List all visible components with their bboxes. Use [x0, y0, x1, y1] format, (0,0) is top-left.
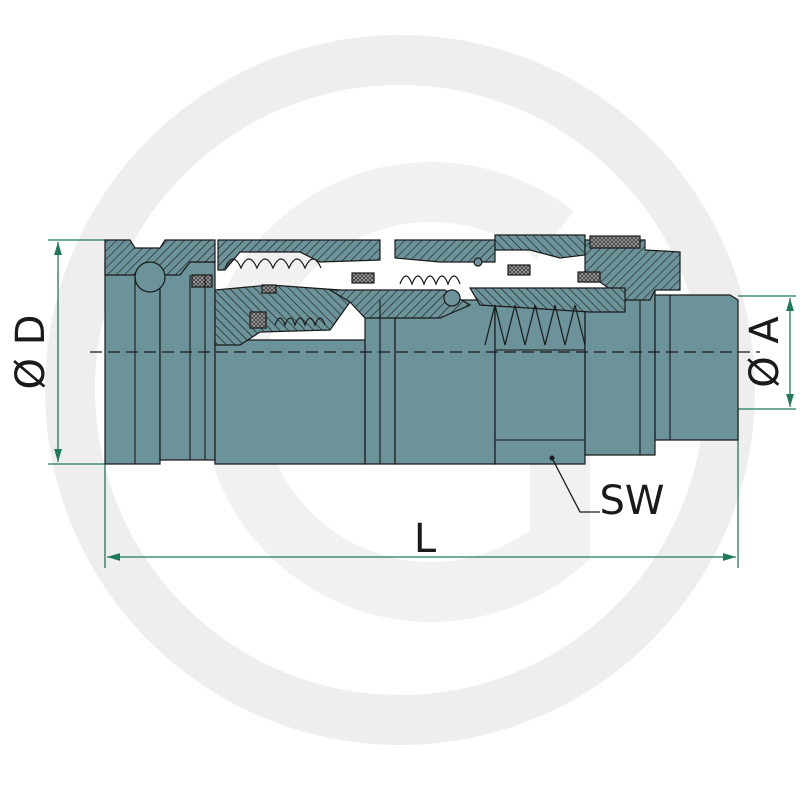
label-diameter-a: Ø A	[742, 316, 788, 388]
seal-2	[351, 272, 375, 284]
spring-main	[484, 304, 586, 346]
rear-body	[584, 289, 656, 456]
label-diameter-d: Ø D	[8, 315, 54, 390]
locking-ball	[134, 261, 166, 293]
inner-section	[214, 284, 351, 346]
spring-mid	[399, 275, 461, 286]
spring-inner	[274, 317, 326, 327]
label-wrench-size: SW	[600, 478, 665, 524]
body-mid	[214, 339, 366, 465]
label-length: L	[414, 516, 437, 562]
spring-outer	[224, 258, 322, 270]
body-hex	[394, 299, 496, 465]
seal-7	[249, 311, 267, 329]
nut-section	[494, 234, 586, 259]
seal-5	[589, 235, 641, 249]
sw-leader-dot	[549, 455, 555, 461]
seal-6	[261, 284, 277, 294]
thread-end	[654, 294, 739, 441]
housing-section	[217, 239, 381, 271]
seal-1	[191, 274, 213, 288]
seal-3	[507, 264, 531, 276]
coupling-body	[104, 234, 739, 465]
seat-section	[468, 287, 626, 313]
valve-ball	[443, 289, 461, 307]
dimension-lines	[48, 239, 796, 568]
small-ball	[473, 257, 483, 267]
housing-section-2	[394, 239, 496, 263]
valve-section	[327, 289, 472, 319]
body-details	[134, 275, 671, 464]
springs	[224, 258, 586, 346]
seal-4	[577, 271, 601, 283]
sw-leader-line	[551, 457, 600, 513]
sleeve-body-2	[159, 261, 216, 461]
